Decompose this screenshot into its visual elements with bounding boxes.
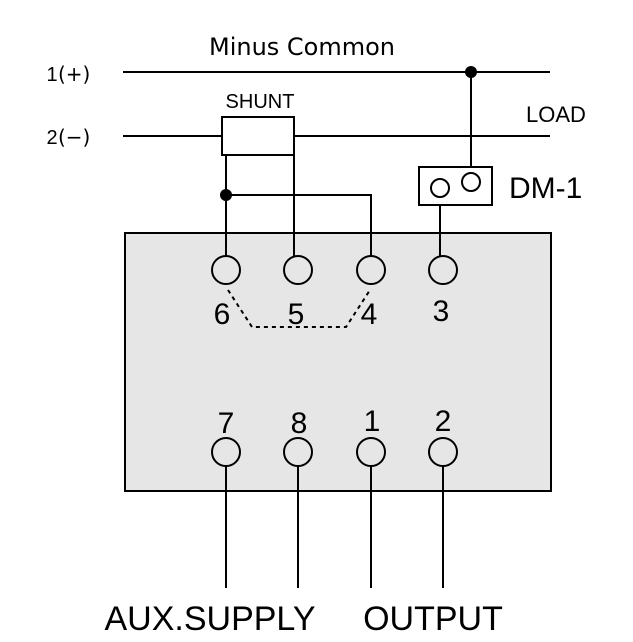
line-2-polarity: (−) (58, 125, 90, 149)
meter-body (124, 232, 552, 492)
internal-jumper (227, 289, 371, 328)
aux-supply-label: AUX.SUPPLY (104, 600, 315, 638)
shunt-block (221, 116, 295, 156)
terminal-1-label: 1 (364, 405, 381, 438)
load-label: LOAD (526, 102, 586, 127)
dm1-block (418, 166, 493, 206)
terminal-8-label: 8 (291, 407, 308, 440)
terminal-5-label: 5 (288, 298, 305, 331)
terminal-2 (428, 437, 458, 467)
terminal-7-label: 7 (218, 407, 235, 440)
minus-common-label: Minus Common (209, 33, 395, 61)
terminal-6 (211, 255, 241, 285)
terminal-5 (283, 255, 313, 285)
terminal-6-label: 6 (214, 298, 231, 331)
shunt-label: SHUNT (226, 91, 295, 113)
terminal-3 (428, 255, 458, 285)
terminal-3-label: 3 (433, 295, 450, 328)
terminal-7 (211, 437, 241, 467)
dm1-label: DM-1 (509, 172, 582, 205)
terminal-1 (356, 437, 386, 467)
line-2-number: 2 (46, 127, 57, 149)
terminal-4-label: 4 (361, 298, 378, 331)
terminal-4 (356, 255, 386, 285)
dm1-terminal-right (461, 172, 481, 192)
dm1-terminal-left (430, 178, 450, 198)
terminal-2-label: 2 (435, 405, 452, 438)
wire-junction-to-4 (226, 194, 372, 256)
terminal-8 (283, 437, 313, 467)
line-1-number: 1 (46, 64, 57, 86)
output-label: OUTPUT (363, 600, 503, 638)
line-1-polarity: (+) (58, 62, 90, 86)
